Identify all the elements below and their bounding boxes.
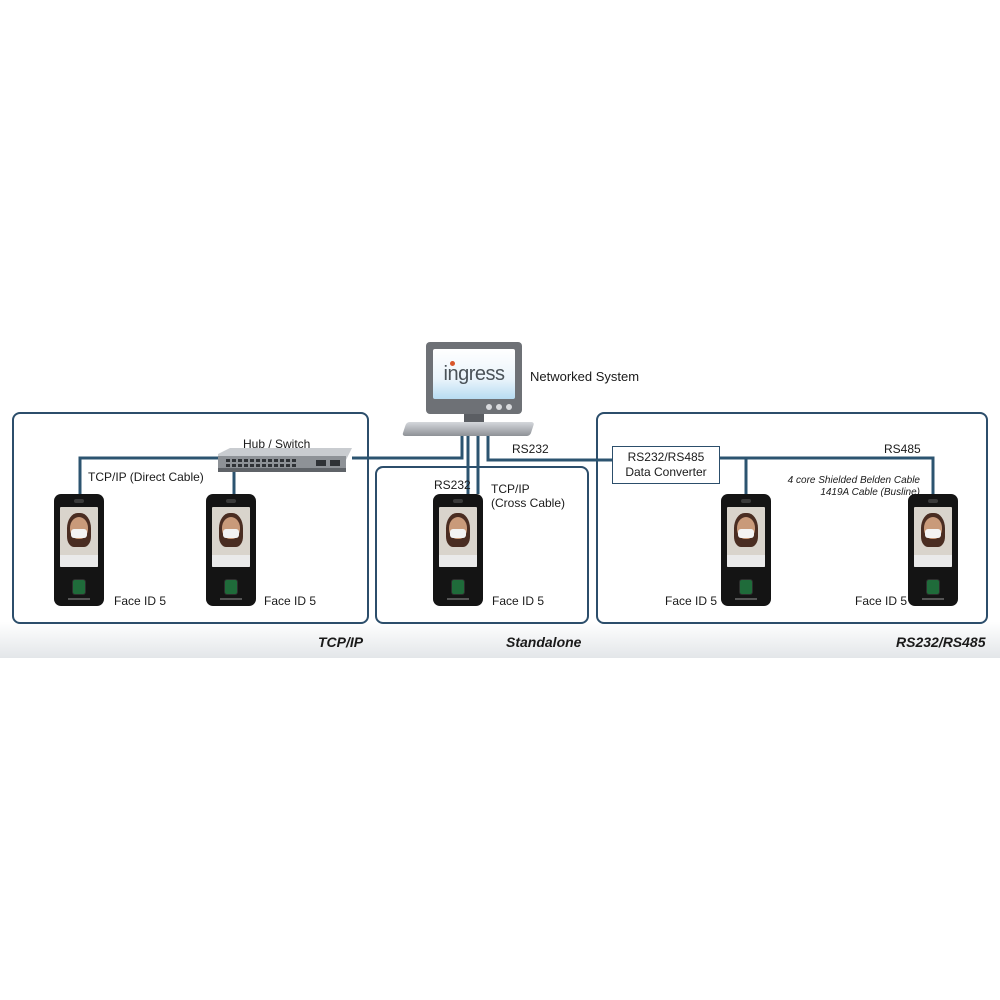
device-indicator (735, 598, 757, 600)
camera-icon (453, 499, 463, 503)
mask-icon (738, 529, 754, 538)
mask-icon (223, 529, 239, 538)
fingerprint-sensor-icon (927, 580, 939, 594)
tcpip-direct-cable-label: TCP/IP (Direct Cable) (88, 470, 204, 484)
monitor-button-icon (496, 404, 502, 410)
camera-icon (226, 499, 236, 503)
cable-note: 4 core Shielded Belden Cable 1419A Cable… (760, 475, 920, 499)
mask-icon (925, 529, 941, 538)
wire-computer-to-switch (352, 432, 464, 460)
wire-rs485-bus (720, 456, 935, 494)
monitor-stand (464, 414, 484, 422)
fingerprint-sensor-icon (225, 580, 237, 594)
rs485-link-label: RS485 (884, 442, 921, 456)
networked-system-label: Networked System (530, 369, 640, 384)
keyboard-icon (402, 422, 535, 436)
region-rs232-rs485 (596, 412, 988, 624)
face-id-device (54, 494, 104, 606)
fingerprint-sensor-icon (73, 580, 85, 594)
converter-line2: Data Converter (625, 465, 707, 479)
region-title-tcpip: TCP/IP (318, 634, 364, 650)
device-label: Face ID 5 (665, 594, 718, 608)
hub-switch-icon (218, 448, 352, 472)
cable-note-line1: 4 core Shielded Belden Cable (787, 475, 920, 486)
monitor-screen: ingress (433, 349, 515, 399)
monitor-button-icon (486, 404, 492, 410)
screen-status-bar (212, 555, 250, 567)
tcpip-cross-label-line1: TCP/IP (491, 482, 530, 496)
fingerprint-sensor-icon (452, 580, 464, 594)
face-id-device (721, 494, 771, 606)
device-screen (914, 507, 952, 567)
region-tcpip (12, 412, 369, 624)
hub-switch-label: Hub / Switch (243, 437, 311, 451)
device-indicator (220, 598, 242, 600)
screen-status-bar (60, 555, 98, 567)
monitor: ingress (426, 342, 522, 414)
logo-dot-icon (450, 361, 455, 366)
networked-system-computer: ingress (402, 342, 535, 438)
face-id-device (908, 494, 958, 606)
standalone-rs232-label: RS232 (434, 478, 471, 492)
rs232-link-label: RS232 (512, 442, 549, 456)
monitor-button-icon (506, 404, 512, 410)
device-screen (60, 507, 98, 567)
background-band (0, 400, 1000, 658)
device-label: Face ID 5 (492, 594, 545, 608)
screen-status-bar (439, 555, 477, 567)
device-indicator (922, 598, 944, 600)
device-label: Face ID 5 (264, 594, 317, 608)
screen-status-bar (914, 555, 952, 567)
region-title-standalone: Standalone (506, 634, 582, 650)
mask-icon (450, 529, 466, 538)
region-title-rs: RS232/RS485 (896, 634, 986, 650)
mask-icon (71, 529, 87, 538)
screen-status-bar (727, 555, 765, 567)
device-screen (212, 507, 250, 567)
device-label: Face ID 5 (855, 594, 908, 608)
converter-line1: RS232/RS485 (627, 450, 705, 464)
region-standalone (375, 466, 589, 624)
camera-icon (928, 499, 938, 503)
wire-rs232 (486, 432, 612, 462)
device-indicator (68, 598, 90, 600)
device-indicator (447, 598, 469, 600)
tcpip-cross-label-line2: (Cross Cable) (491, 496, 566, 510)
cable-note-line2: 1419A Cable (Busline) (820, 487, 920, 498)
camera-icon (74, 499, 84, 503)
ingress-logo: ingress (443, 363, 505, 385)
device-screen (727, 507, 765, 567)
face-id-device (206, 494, 256, 606)
device-label: Face ID 5 (114, 594, 167, 608)
data-converter-box: RS232/RS485 Data Converter (612, 446, 720, 484)
camera-icon (741, 499, 751, 503)
fingerprint-sensor-icon (740, 580, 752, 594)
device-screen (439, 507, 477, 567)
wire-tcpip-trunk (78, 456, 218, 494)
face-id-device (433, 494, 483, 606)
